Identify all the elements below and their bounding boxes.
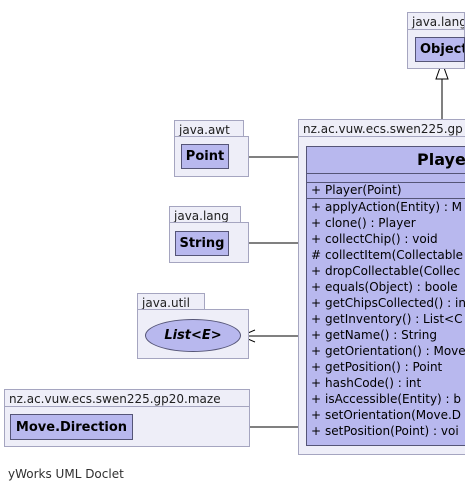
class-player-name: Player [307, 147, 465, 174]
class-player-methods: +applyAction(Entity) : M +clone() : Play… [307, 199, 465, 439]
method-signature: clone() : Player [325, 216, 416, 230]
visibility-marker: + [311, 344, 322, 358]
method-item: +hashCode() : int [307, 375, 465, 391]
method-signature: getPosition() : Point [325, 360, 443, 374]
method-item: +getPosition() : Point [307, 359, 465, 375]
method-item: +setOrientation(Move.D [307, 407, 465, 423]
method-signature: setOrientation(Move.D [325, 408, 462, 422]
visibility-marker: + [311, 408, 322, 422]
method-signature: applyAction(Entity) : M [325, 200, 463, 214]
method-item: +getOrientation() : Move [307, 343, 465, 359]
visibility-marker: + [311, 183, 322, 197]
method-item: +dropCollectable(Collec [307, 263, 465, 279]
class-string[interactable]: String [175, 231, 229, 256]
visibility-marker: + [311, 264, 322, 278]
interface-list[interactable]: List<E> [145, 319, 241, 352]
method-item: +clone() : Player [307, 215, 465, 231]
method-item: +equals(Object) : boole [307, 279, 465, 295]
method-signature: collectChip() : void [325, 232, 438, 246]
footer-credit: yWorks UML Doclet [8, 467, 124, 481]
method-item: +isAccessible(Entity) : b [307, 391, 465, 407]
visibility-marker: + [311, 328, 322, 342]
visibility-marker: + [311, 392, 322, 406]
package-tab-java-lang-top: java.lang [407, 12, 465, 30]
class-move-direction[interactable]: Move.Direction [10, 414, 133, 440]
method-signature: dropCollectable(Collec [325, 264, 461, 278]
package-tab-java-awt: java.awt [174, 120, 244, 137]
method-item: +getInventory() : List<C [307, 311, 465, 327]
method-item: +applyAction(Entity) : M [307, 199, 465, 215]
visibility-marker: + [311, 360, 322, 374]
class-point[interactable]: Point [181, 144, 229, 169]
package-tab-java-util: java.util [137, 293, 205, 310]
package-tab-maze: nz.ac.vuw.ecs.swen225.gp20.maze [4, 389, 250, 407]
method-signature: getOrientation() : Move [325, 344, 465, 358]
class-object[interactable]: Object [415, 37, 465, 62]
method-signature: collectItem(Collectable [325, 248, 464, 262]
class-player-attributes [307, 174, 465, 183]
method-signature: hashCode() : int [325, 376, 422, 390]
method-signature: getName() : String [325, 328, 437, 342]
method-signature: getInventory() : List<C [325, 312, 463, 326]
method-item: +getChipsCollected() : in [307, 295, 465, 311]
method-signature: setPosition(Point) : voi [325, 424, 459, 438]
visibility-marker: + [311, 424, 322, 438]
visibility-marker: + [311, 376, 322, 390]
visibility-marker: # [311, 248, 322, 262]
visibility-marker: + [311, 312, 322, 326]
generalization-arrowhead [435, 60, 449, 80]
method-signature: equals(Object) : boole [325, 280, 458, 294]
package-tab-java-lang: java.lang [169, 206, 241, 223]
class-player[interactable]: Player +Player(Point) +applyAction(Entit… [306, 146, 465, 446]
method-item: +getName() : String [307, 327, 465, 343]
class-player-constructor: +Player(Point) [307, 183, 465, 199]
visibility-marker: + [311, 232, 322, 246]
visibility-marker: + [311, 280, 322, 294]
method-item: +setPosition(Point) : voi [307, 423, 465, 439]
method-signature: isAccessible(Entity) : b [325, 392, 462, 406]
method-item: +collectChip() : void [307, 231, 465, 247]
visibility-marker: + [311, 216, 322, 230]
method-item: #collectItem(Collectable [307, 247, 465, 263]
package-tab-player: nz.ac.vuw.ecs.swen225.gp [298, 119, 465, 137]
constructor-signature: Player(Point) [325, 183, 402, 197]
visibility-marker: + [311, 296, 322, 310]
visibility-marker: + [311, 200, 322, 214]
method-signature: getChipsCollected() : in [325, 296, 465, 310]
